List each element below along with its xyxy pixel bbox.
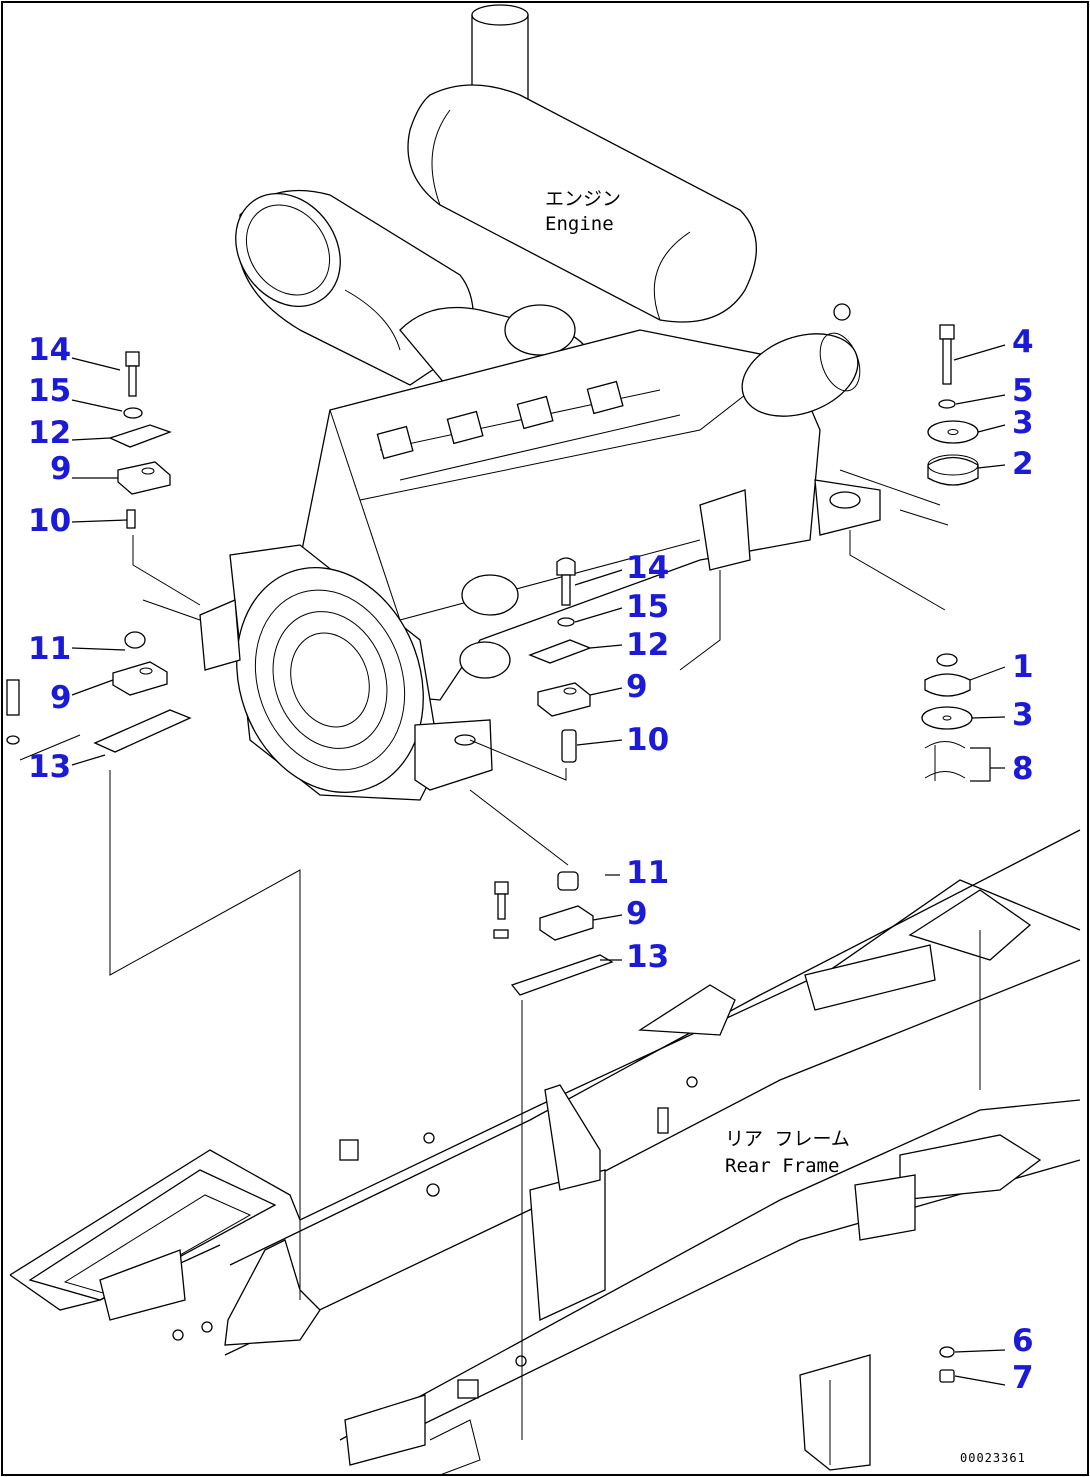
mount-hardware-left (6, 351, 192, 753)
rear-frame-label-en: Rear Frame (725, 1155, 839, 1177)
callout-4: 4 (1012, 324, 1034, 360)
callout-9: 9 (50, 680, 72, 716)
rear-frame (9, 829, 1081, 1476)
callout-10: 10 (626, 722, 669, 758)
callout-13: 13 (28, 749, 71, 785)
callout-15: 15 (626, 589, 669, 625)
mount-hardware-right (921, 324, 979, 1383)
callout-14: 14 (626, 550, 669, 586)
callout-8: 8 (1012, 751, 1034, 787)
callout-14: 14 (28, 332, 71, 368)
callout-13: 13 (626, 939, 669, 975)
callout-15: 15 (28, 373, 71, 409)
rear-frame-label-jp: リア フレーム (725, 1128, 850, 1150)
callout-12: 12 (28, 415, 71, 451)
mount-hardware-center (493, 557, 614, 996)
drawing-id: 00023361 (960, 1451, 1026, 1465)
engine-label-jp: エンジン (545, 188, 621, 210)
callout-3: 3 (1012, 405, 1034, 441)
callout-5: 5 (1012, 373, 1034, 409)
callout-9: 9 (50, 451, 72, 487)
callout-3: 3 (1012, 697, 1034, 733)
callout-1: 1 (1012, 649, 1034, 685)
callout-2: 2 (1012, 446, 1034, 482)
callout-6: 6 (1012, 1323, 1034, 1359)
callout-10: 10 (28, 503, 71, 539)
callout-numbers: 14 15 12 9 10 11 9 13 14 15 12 9 10 11 9… (28, 324, 1034, 1396)
callout-9: 9 (626, 669, 648, 705)
engine-label-en: Engine (545, 213, 614, 235)
callout-11: 11 (626, 855, 669, 891)
engine-assembly (199, 4, 881, 801)
leader-lines (19, 344, 1006, 1440)
callout-12: 12 (626, 627, 669, 663)
callout-11: 11 (28, 631, 71, 667)
callout-7: 7 (1012, 1360, 1034, 1396)
callout-9: 9 (626, 896, 648, 932)
